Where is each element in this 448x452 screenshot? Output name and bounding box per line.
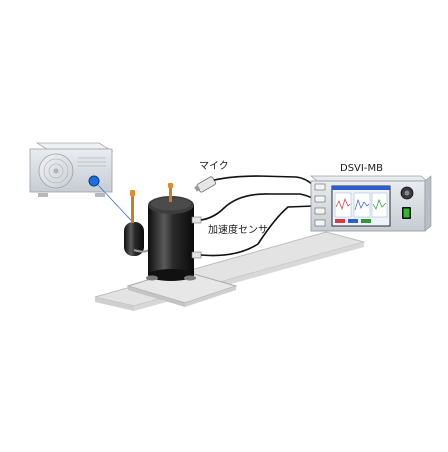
dial-knob-icon — [400, 186, 414, 200]
signal-cables — [200, 175, 315, 257]
compressor-icon — [124, 183, 202, 281]
device-name-label: DSVI-MB — [340, 163, 383, 174]
input-connectors — [314, 183, 326, 227]
outdoor-unit-icon — [29, 142, 114, 197]
microphone-label: マイク — [199, 161, 229, 172]
analyzer-device — [309, 175, 432, 232]
microphone-icon — [194, 176, 216, 193]
accelerometer-label: 加速度センサ — [208, 225, 268, 236]
analyzer-screen — [331, 185, 391, 227]
sensor-location-dot — [88, 175, 100, 187]
power-switch-icon — [402, 207, 411, 219]
